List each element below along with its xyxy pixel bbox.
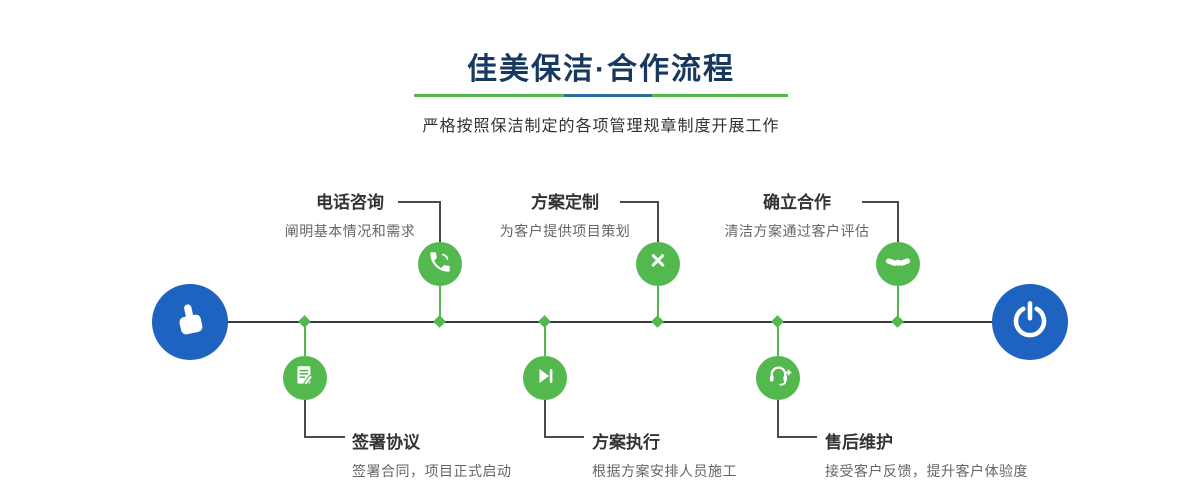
- step-label-service: 售后维护 接受客户反馈，提升客户体验度: [825, 428, 1045, 481]
- connector-bottom-3-v: [777, 400, 779, 437]
- step-title: 电话咨询: [316, 193, 384, 212]
- handshake-icon: [884, 248, 912, 281]
- step-title: 方案执行: [592, 433, 660, 452]
- connector-bottom-1-h: [304, 436, 345, 438]
- connector-bottom-2-h: [544, 436, 584, 438]
- stem-top-1: [439, 286, 441, 321]
- connector-bottom-3-h: [777, 436, 817, 438]
- stem-top-2: [657, 286, 659, 321]
- step-desc: 清洁方案通过客户评估: [724, 223, 870, 239]
- step-title: 确立合作: [763, 193, 831, 212]
- step-circle-handshake: [876, 242, 920, 286]
- title-underline: [414, 94, 788, 97]
- timeline-end-node: [992, 284, 1068, 360]
- step-title: 方案定制: [531, 193, 599, 212]
- timeline-start-node: [152, 284, 228, 360]
- step-circle-contract: [283, 356, 327, 400]
- timeline-node-diamond: [298, 315, 311, 328]
- underline-blue-center: [564, 94, 652, 97]
- stem-bottom-3: [777, 323, 779, 356]
- phone-icon: [427, 249, 453, 280]
- connector-top-1-v: [439, 201, 441, 242]
- timeline-node-diamond: [891, 315, 904, 328]
- execute-icon: [533, 364, 557, 393]
- step-desc: 接受客户反馈，提升客户体验度: [825, 463, 1028, 479]
- step-label-execute: 方案执行 根据方案安排人员施工: [592, 428, 792, 481]
- connector-bottom-1-v: [304, 400, 306, 437]
- page-title: 佳美保洁·合作流程: [467, 53, 735, 86]
- step-circle-design: [636, 242, 680, 286]
- step-circle-phone: [418, 242, 462, 286]
- step-desc: 签署合同，项目正式启动: [352, 463, 512, 479]
- timeline-node-diamond: [771, 315, 784, 328]
- timeline-node-diamond: [538, 315, 551, 328]
- step-circle-execute: [523, 356, 567, 400]
- step-label-phone: 电话咨询 阐明基本情况和需求: [250, 188, 450, 241]
- step-label-contract: 签署协议 签署合同，项目正式启动: [352, 428, 552, 481]
- step-desc: 为客户提供项目策划: [499, 223, 631, 239]
- step-desc: 根据方案安排人员施工: [592, 463, 737, 479]
- underline-green-right: [652, 94, 788, 97]
- step-desc: 阐明基本情况和需求: [284, 223, 416, 239]
- stem-bottom-1: [304, 323, 306, 356]
- timeline-line: [190, 321, 1030, 323]
- step-title: 签署协议: [352, 433, 420, 452]
- timeline-node-diamond: [433, 315, 446, 328]
- stem-bottom-2: [544, 323, 546, 356]
- contract-icon: [292, 363, 318, 394]
- timeline-node-diamond: [651, 315, 664, 328]
- underline-green-left: [414, 94, 564, 97]
- connector-top-2-v: [657, 201, 659, 242]
- connector-bottom-2-v: [544, 400, 546, 437]
- connector-top-3-h: [862, 201, 898, 203]
- pointing-hand-icon: [170, 300, 210, 345]
- service-icon: [765, 362, 792, 394]
- page-subtitle: 严格按照保洁制定的各项管理规章制度开展工作: [422, 118, 780, 135]
- step-circle-service: [756, 356, 800, 400]
- connector-top-3-v: [897, 201, 899, 242]
- design-icon: [645, 249, 671, 280]
- step-label-handshake: 确立合作 清洁方案通过客户评估: [697, 188, 897, 241]
- step-title: 售后维护: [825, 433, 893, 452]
- step-label-design: 方案定制 为客户提供项目策划: [465, 188, 665, 241]
- stem-top-3: [897, 286, 899, 321]
- connector-top-2-h: [620, 201, 658, 203]
- connector-top-1-h: [398, 201, 440, 203]
- power-icon: [1009, 299, 1051, 346]
